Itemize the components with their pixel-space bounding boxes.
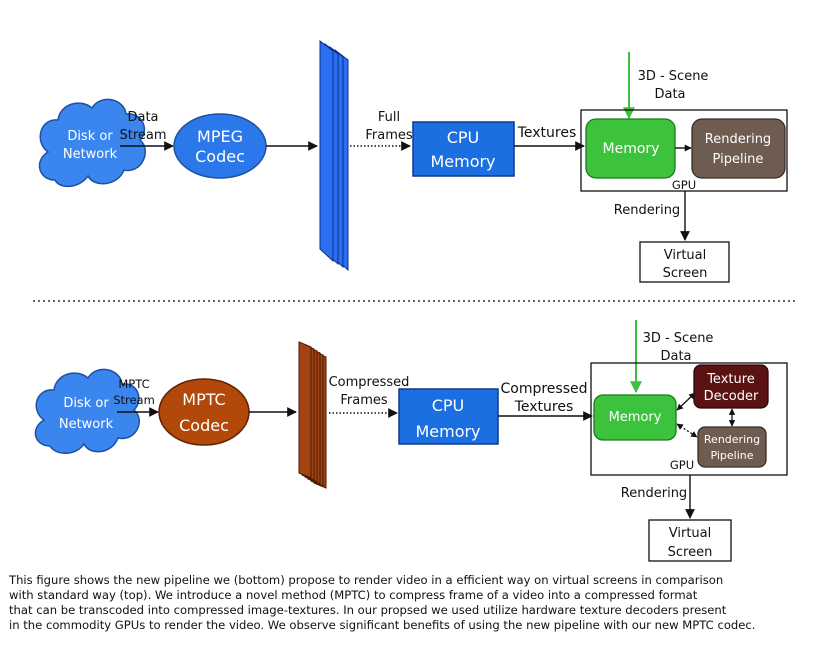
top-pipeline: Disk or Network Data Stream MPEG Codec F…: [38, 39, 788, 283]
top-gpu-memory: Memory: [585, 118, 676, 179]
compressed-frames-label-2: Frames: [340, 393, 388, 408]
top-screen-label-2: Screen: [663, 266, 708, 281]
bottom-stream-label-2: Stream: [113, 393, 155, 407]
top-cpu-label-2: Memory: [430, 152, 495, 171]
bottom-gpu-box: [590, 362, 788, 476]
top-rendering-label: Rendering: [614, 203, 680, 218]
top-cpu-label-1: CPU: [447, 128, 480, 147]
mptc-codec: MPTC Codec: [158, 378, 250, 446]
decoder-label-2: Decoder: [704, 389, 759, 404]
top-memory-label: Memory: [603, 141, 660, 157]
top-pipeline-label-2: Pipeline: [713, 152, 764, 167]
bottom-pipeline: Disk or Network MPTC Stream MPTC Codec C…: [34, 320, 788, 562]
bottom-cpu-memory: CPU Memory: [398, 388, 499, 445]
top-gpu-box: [580, 109, 788, 192]
bottom-scene-label-1: 3D - Scene: [643, 331, 714, 346]
mptc-codec-label-2: Codec: [179, 416, 229, 435]
top-disk-network-cloud: Disk or Network: [38, 98, 146, 188]
bottom-gpu-label: GPU: [670, 458, 694, 472]
memory-pipeline-arrow: [676, 423, 698, 438]
top-pipeline-label-1: Rendering: [705, 132, 771, 147]
top-rendering-pipeline: Rendering Pipeline: [691, 118, 786, 179]
top-source-label-2: Network: [63, 147, 118, 162]
bottom-memory-label: Memory: [609, 410, 662, 425]
bottom-rendering-label: Rendering: [621, 486, 687, 501]
compressed-textures-label-1: Compressed: [500, 381, 587, 397]
top-virtual-screen: Virtual Screen: [639, 241, 730, 283]
bottom-cpu-label-1: CPU: [432, 396, 465, 415]
full-frames-label-1: Full: [378, 110, 400, 125]
decoder-label-1: Texture: [706, 372, 755, 387]
figure-caption: This figure shows the new pipeline we (b…: [9, 573, 756, 632]
texture-decoder: Texture Decoder: [693, 364, 769, 409]
compressed-frames-label-1: Compressed: [329, 375, 410, 390]
bottom-disk-network-cloud: Disk or Network: [34, 368, 140, 454]
top-stream-label-1: Data: [127, 110, 158, 125]
mpeg-codec-label-1: MPEG: [197, 127, 243, 146]
bottom-pipeline-label-1: Rendering: [704, 433, 760, 446]
memory-decoder-arrow: [676, 392, 696, 411]
bottom-stream-label-1: MPTC: [118, 377, 149, 391]
top-source-label-1: Disk or: [67, 129, 113, 144]
bottom-virtual-screen: Virtual Screen: [648, 519, 732, 562]
bottom-gpu-memory: Memory: [593, 394, 677, 441]
bottom-scene-label-2: Data: [660, 349, 691, 364]
top-textures-label: Textures: [517, 125, 577, 141]
top-stream-label-2: Stream: [119, 128, 166, 143]
bottom-source-label-1: Disk or: [63, 396, 109, 411]
mptc-codec-label-1: MPTC: [182, 390, 225, 409]
bottom-cpu-label-2: Memory: [415, 422, 480, 441]
full-frames-stack: [319, 39, 349, 272]
bottom-screen-label-2: Screen: [668, 545, 713, 560]
bottom-pipeline-label-2: Pipeline: [710, 449, 753, 462]
compressed-frames-stack: [298, 341, 327, 489]
bottom-screen-label-1: Virtual: [669, 526, 711, 541]
top-screen-label-1: Virtual: [664, 248, 706, 263]
top-scene-label-1: 3D - Scene: [638, 69, 709, 84]
top-cpu-memory: CPU Memory: [412, 121, 515, 177]
top-gpu-label: GPU: [672, 178, 696, 192]
full-frames-label-2: Frames: [365, 128, 413, 143]
bottom-rendering-pipeline: Rendering Pipeline: [697, 426, 767, 468]
bottom-source-label-2: Network: [59, 417, 114, 432]
compressed-textures-label-2: Textures: [514, 399, 574, 415]
mpeg-codec: MPEG Codec: [173, 113, 267, 179]
top-scene-label-2: Data: [654, 87, 685, 102]
mpeg-codec-label-2: Codec: [195, 147, 245, 166]
